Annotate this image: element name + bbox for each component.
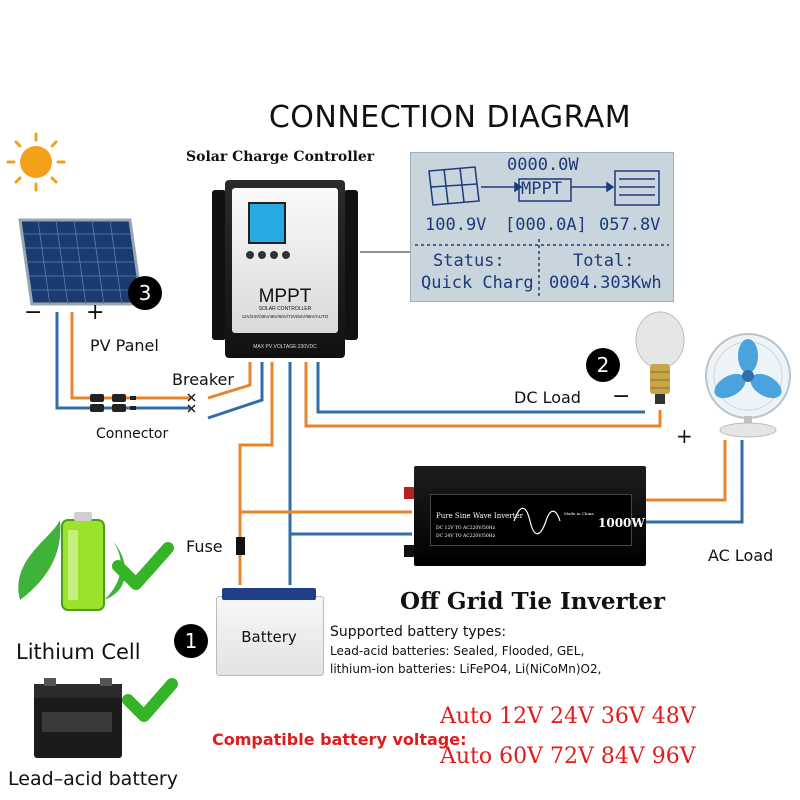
diagram-title: CONNECTION DIAGRAM bbox=[268, 100, 632, 135]
light-bulb-icon bbox=[635, 311, 685, 404]
pv-panel-image bbox=[18, 218, 144, 306]
battery-types-lead-acid: Lead-acid batteries: Sealed, Flooded, GE… bbox=[330, 644, 585, 658]
voltage-line-2: Auto 60V 72V 84V 96V bbox=[440, 744, 696, 769]
sine-wave-icon bbox=[513, 507, 561, 535]
battery-body bbox=[216, 596, 324, 676]
dc-minus-sign: − bbox=[612, 384, 631, 409]
inverter-made-in: Made in China bbox=[564, 511, 594, 516]
breaker-positive-wire bbox=[207, 362, 252, 400]
connector-plugs bbox=[90, 394, 136, 412]
inverter-name: Pure Sine Wave Inverter bbox=[436, 512, 523, 520]
lcd-power: 0000.0W bbox=[507, 155, 579, 175]
battery-types-lithium: lithium-ion batteries: LiFePO4, Li(NiCoM… bbox=[330, 662, 602, 676]
fuse-label: Fuse bbox=[186, 537, 223, 556]
charge-controller: MPPT SOLAR CONTROLLER 12V/24V/36V/48V/60… bbox=[210, 180, 360, 360]
lcd-total-value: 0004.303Kwh bbox=[549, 273, 662, 293]
lithium-cell-label: Lithium Cell bbox=[16, 640, 141, 664]
lead-acid-battery-image bbox=[34, 678, 122, 758]
inverter-line2: DC 24V TO AC220V/50Hz bbox=[436, 534, 496, 539]
controller-voltage-range: 12V/24V/36V/48V/60V/72V/84V/96V/AUTO bbox=[241, 314, 329, 319]
connector-label: Connector bbox=[96, 426, 169, 442]
lcd-pv-voltage: 100.9V bbox=[425, 215, 487, 235]
fan-icon bbox=[705, 333, 791, 438]
inverter-panel bbox=[430, 494, 632, 546]
mount-ear-right bbox=[344, 190, 358, 340]
pv-minus-sign: − bbox=[24, 300, 43, 325]
lcd-display: 0000.0W MPPT 100.9V [000.0A] 057.8V Stat… bbox=[410, 152, 674, 302]
breaker-symbol bbox=[187, 393, 196, 413]
breaker-label: Breaker bbox=[172, 370, 234, 389]
controller-buttons bbox=[246, 246, 306, 259]
sun-icon bbox=[6, 132, 66, 192]
lcd-current: [000.0A] bbox=[505, 215, 587, 235]
inverter-device: Pure Sine Wave Inverter DC 12V TO AC220V… bbox=[414, 466, 646, 566]
battery-types-heading: Supported battery types: bbox=[330, 624, 507, 640]
ac-load-wire-2 bbox=[646, 440, 744, 524]
dc-load-negative-wire bbox=[316, 362, 645, 414]
lead-acid-battery-label: Lead–acid battery bbox=[8, 768, 178, 790]
dc-plus-sign: + bbox=[676, 424, 693, 448]
pv-negative-wire bbox=[55, 312, 190, 410]
compatible-voltage-label: Compatible battery voltage: bbox=[212, 730, 467, 749]
lcd-mode: MPPT bbox=[521, 179, 562, 199]
inverter-line1: DC 12V TO AC220V/50Hz bbox=[436, 526, 496, 531]
controller-sub-label: SOLAR CONTROLLER bbox=[258, 306, 312, 312]
controller-screen bbox=[248, 202, 286, 244]
inverter-negative-terminal bbox=[404, 545, 416, 557]
fuse-symbol bbox=[236, 537, 245, 555]
controller-pv-label: MAX PV VOLTAGE:230VDC bbox=[253, 344, 317, 350]
inverter-rating: 1000W bbox=[598, 516, 645, 530]
voltage-line-1: Auto 12V 24V 36V 48V bbox=[440, 704, 696, 729]
lcd-battery-icon bbox=[614, 170, 660, 206]
ac-load-wire-1 bbox=[646, 440, 727, 502]
pv-positive-wire bbox=[70, 312, 190, 400]
step-badge-3: 3 bbox=[128, 276, 162, 310]
inverter-title: Off Grid Tie Inverter bbox=[400, 588, 665, 615]
checkmark-icon bbox=[112, 542, 174, 590]
lcd-total-label: Total: bbox=[573, 251, 635, 271]
battery-label: Battery bbox=[241, 628, 297, 646]
controller-brand: MPPT bbox=[258, 286, 312, 307]
ac-load-label: AC Load bbox=[708, 546, 774, 565]
dc-load-label: DC Load bbox=[514, 388, 581, 407]
breaker-negative-wire bbox=[207, 362, 264, 420]
pv-plus-sign: + bbox=[86, 300, 105, 325]
lcd-status-value: Quick Charg bbox=[421, 273, 534, 293]
inverter-positive-terminal bbox=[404, 487, 416, 499]
battery-lid bbox=[222, 588, 316, 600]
lithium-cell-image bbox=[18, 512, 126, 611]
lcd-status-label: Status: bbox=[433, 251, 505, 271]
step-badge-1: 1 bbox=[174, 624, 208, 658]
dc-load-positive-wire bbox=[304, 362, 662, 428]
controller-heading: Solar Charge Controller bbox=[186, 149, 375, 165]
pv-panel-label: PV Panel bbox=[90, 336, 159, 355]
checkmark-icon bbox=[122, 678, 178, 722]
lcd-graphics bbox=[415, 166, 669, 297]
mount-ear-left bbox=[212, 190, 226, 340]
battery-positive-wire bbox=[238, 362, 274, 585]
step-badge-2: 2 bbox=[586, 348, 620, 382]
lcd-battery-voltage: 057.8V bbox=[599, 215, 661, 235]
battery-device: Battery bbox=[216, 588, 324, 676]
